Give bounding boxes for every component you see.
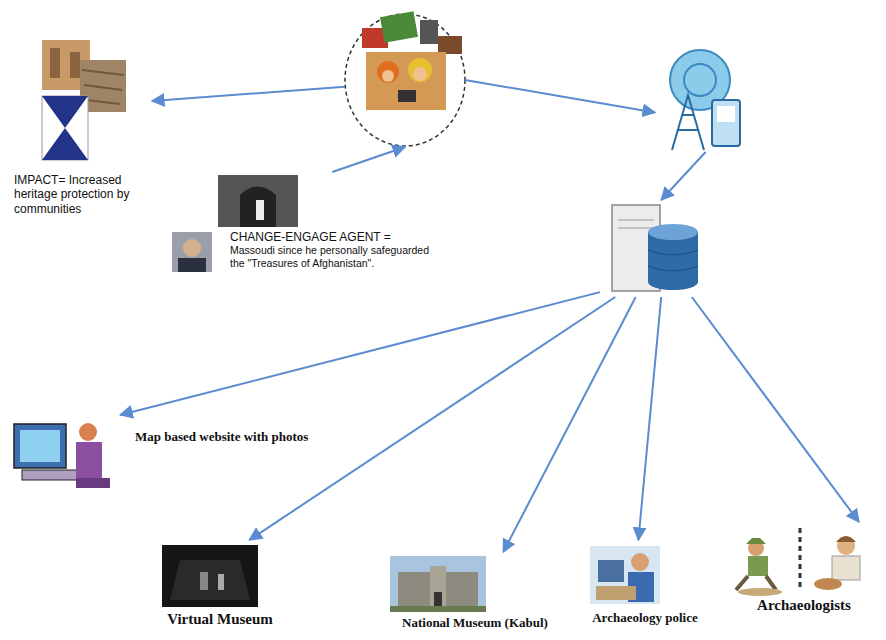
arrow-connector xyxy=(120,292,600,415)
node-body: Massoudi since he personally safeguarded… xyxy=(230,244,442,269)
node-caption: Map based website with photos xyxy=(135,429,335,445)
server-database xyxy=(612,205,698,291)
change-agent-node: CHANGE-ENGAGE AGENT =Massoudi since he p… xyxy=(170,172,445,277)
node-caption: Archaeology police xyxy=(570,610,720,626)
node-caption: IMPACT= Increased heritage protection by… xyxy=(14,173,149,216)
arrow-connector xyxy=(465,80,655,113)
arrow-connector xyxy=(503,297,635,552)
police-picture xyxy=(590,546,660,604)
national-museum-picture xyxy=(390,556,486,612)
node-caption: Archaeologists xyxy=(728,596,880,614)
national-museum-node: National Museum (Kabul) xyxy=(385,552,567,638)
archaeologists-picture xyxy=(736,528,860,596)
media-circle xyxy=(345,13,465,147)
virtual-museum-picture xyxy=(162,545,258,607)
telecom-node xyxy=(655,48,747,152)
arrow-connector xyxy=(249,297,615,540)
community-media-circle xyxy=(345,11,465,146)
archaeologists-node: Archaeologists xyxy=(728,522,882,620)
telecom-icon xyxy=(670,50,740,150)
arrow-connector xyxy=(638,297,661,540)
node-caption: CHANGE-ENGAGE AGENT = xyxy=(230,230,442,244)
arrow-connector xyxy=(692,297,859,522)
impact-node: IMPACT= Increased heritage protection by… xyxy=(12,38,152,248)
node-caption: National Museum (Kabul) xyxy=(385,615,565,631)
impact-pictures xyxy=(42,40,126,160)
node-caption: Virtual Museum xyxy=(150,610,290,628)
arrow-connector xyxy=(152,87,345,101)
virtual-museum-node: Virtual Museum xyxy=(150,540,292,637)
police-node: Archaeology police xyxy=(570,540,722,635)
database-node xyxy=(600,200,702,297)
arrow-connector xyxy=(661,152,705,200)
website-node: Map based website with photos xyxy=(8,415,338,495)
arrow-connector xyxy=(332,147,405,172)
computer-icon xyxy=(14,423,110,488)
